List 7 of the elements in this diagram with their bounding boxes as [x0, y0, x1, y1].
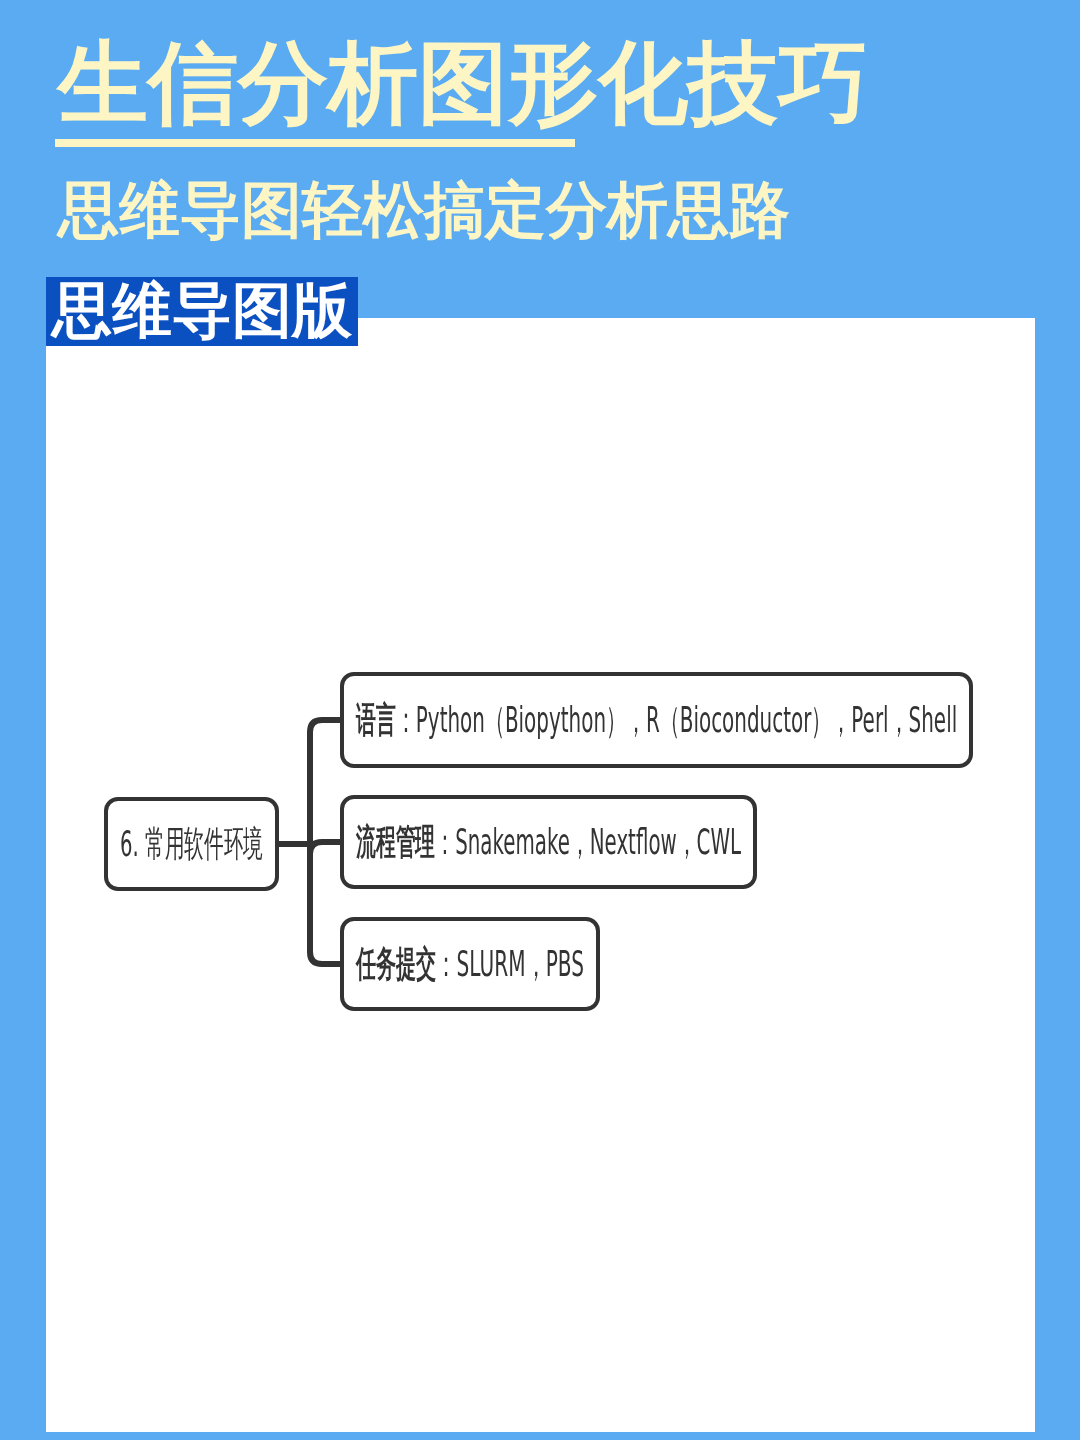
topic-box: 任务提交：SLURM，PBS: [340, 917, 600, 1011]
section-tab: 思维导图版: [46, 277, 358, 346]
subtitle: 思维导图轻松搞定分析思路: [58, 173, 790, 247]
topic-box: 6. 常用软件环境: [104, 797, 279, 891]
title: 生信分析图形化技巧: [58, 29, 868, 137]
topic-box: 语言：Python（Biopython），R（Bioconductor），Perl，Shell: [340, 672, 973, 768]
topic-box: 流程管理：Snakemake，Nextflow，CWL: [340, 795, 757, 889]
